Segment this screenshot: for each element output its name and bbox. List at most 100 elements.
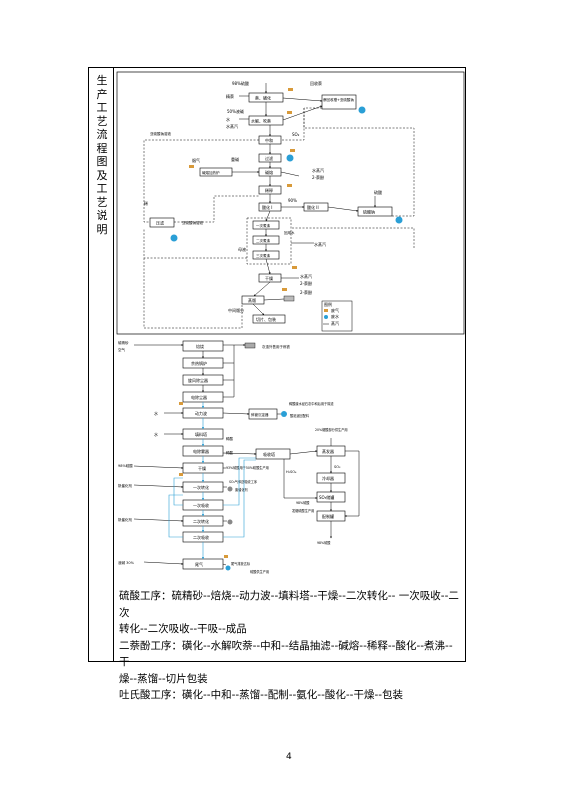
d1-label: 回收萘 [310,80,322,86]
process-line-4: 燥--蒸馏--切片包装 [119,672,208,685]
d2-box-settler: 斜管沉淀器 [251,412,269,417]
d2-label: 尾气排放达标 [231,561,251,566]
d1-label: 98%硫酸 [232,80,249,86]
d2-box-evap: 蒸发器 [322,448,334,454]
d1-label: 水蒸汽 [314,241,326,247]
d2-label: 98%硫酸 [296,500,310,505]
d2-label: 硫酸供生产用 [250,569,269,574]
d2-box-so3-tank: SO₃储罐 [319,494,334,500]
d2-box-esp: 电除尘器 [191,394,207,400]
d1-label: 硫酸 [374,189,382,195]
d2-box-conv2: 二次转化 [193,518,209,524]
d1-label: 水蒸汽 [312,167,324,173]
d1-label: 水蒸汽 [300,273,312,279]
d2-box-demister: 电除雾器 [193,448,209,454]
process-description: 硫酸工序：硫精砂--焙烧--动力波--填料塔--干燥--二次转化-- 一次吸收-… [119,588,463,704]
d2-box-abs2: 二次吸收 [193,534,209,540]
d2-box-abs1: 一次吸收 [193,502,209,508]
d1-box-sulfonation: 萘、磺化 [255,95,271,101]
d2-label: 发烟硫酸生产用 [292,508,314,513]
d2-label: SO₃气体送吸收工序 [229,479,258,484]
d2-box-tail: 尾气 [195,561,203,567]
d1-label: 2-萘酚 [300,280,312,286]
process-line-3: 二萘酚工序：磺化--水解吹萘--中和--结晶抽滤--碱熔--稀释--酸化--煮沸… [119,639,453,669]
d1-box-sodium-sulfate: 硫酸钠 [363,209,375,215]
d2-label: 水 [154,410,158,416]
d2-box-boiler: 余热锅炉 [191,360,207,366]
d2-box-roast: 焙烧 [196,343,204,349]
d1-box-dry: 干燥 [265,275,273,281]
d1-label: 回用水 [284,230,295,235]
d1-label: 亚硫酸钠溶液 [150,131,171,136]
d2-box-abs-tower: 吸收塔 [263,451,275,457]
d1-box-dilute: 稀释 [265,187,273,193]
d2-label: 灰渣外售用于炼铁 [262,344,290,349]
d2-box-conv1: 一次转化 [193,484,209,490]
d2-label: 20%烟酸部分供生产用 [315,427,348,432]
d1-legend-title: 图例 [324,301,332,307]
side-label: 生产工艺流程图及工艺说明 [96,74,108,236]
d1-box-boil2: 二次煮沸 [256,238,270,243]
d1-label: 母液 [238,246,246,252]
process-line-2: 转化--二次吸收--干吸--成品 [119,623,247,635]
d1-legend-item: 蒸汽 [331,320,339,326]
d1-box-acid2: 酸化 II [307,204,319,210]
flowchart-svg: 98%硫酸 精萘 萘、磺化 50%液碱 水 水蒸汽 水解、吹萘 回收萘 萘回收槽… [116,71,465,574]
diagram-2-naphthol: 98%硫酸 精萘 萘、磺化 50%液碱 水 水蒸汽 水解、吹萘 回收萘 萘回收槽… [116,71,465,335]
d2-label: 液碱 30% [118,560,135,565]
d1-box-furnace: 碱熔加热炉 [202,170,220,175]
d2-label: 稀酸 [226,450,233,455]
d1-label: 水蒸汽 [226,123,238,129]
d2-box-dynawave: 动力波 [195,410,207,416]
d1-legend-item: 废气 [331,307,339,313]
d1-label: 精萘 [226,93,234,99]
d2-label: 98%硫酸 [118,463,133,468]
d1-label: 稀 [144,200,148,206]
d1-label: 2-萘酚 [300,289,312,295]
d2-box-cyclone: 旋风除尘器 [188,377,208,383]
d2-label: 98%硫酸 [317,540,331,545]
d1-box-acid1: 酸化 I [262,204,272,210]
d2-label: 硫精砂 [118,340,129,345]
process-line-5: 吐氏酸工序：磺化--中和--蒸馏--配制--氨化--酸化--干燥--包装 [119,689,404,701]
d1-label: 亚硫酸钠溶液 [182,220,203,225]
page-number: 4 [286,752,292,762]
d1-label: 烟气 [192,157,200,163]
d1-box-filter: 过滤 [265,155,273,161]
flowchart-area: 98%硫酸 精萘 萘、磺化 50%液碱 水 水蒸汽 水解、吹萘 回收萘 萘回收槽… [114,68,465,588]
d1-box-boil1: 一次煮沸 [256,223,270,228]
d1-box-neutralize: 中和 [265,137,273,143]
d1-box-distill: 蒸馏 [248,297,256,303]
d2-label: 酸泥返回配料 [290,413,310,418]
d2-label: SO₃ [334,465,341,469]
d2-label: 水 [154,431,158,437]
d1-box-recovery: 萘回收槽+亚硫酸钠 [323,97,354,102]
d1-box-package: 切片、包装 [256,316,276,322]
d1-box-boil3: 三次煮沸 [256,253,270,258]
d1-label: 重碱 [231,156,239,162]
side-label-cell: 生产工艺流程图及工艺说明 [89,68,114,661]
d1-label: 2-萘酚 [312,174,324,180]
d1-box-fusion: 碱熔 [265,169,273,175]
d1-label: SO₂ [292,132,300,137]
d2-box-cooler: 冷却器 [322,475,334,481]
d1-box-press: 压滤 [156,220,164,226]
d1-legend-item: 废水 [331,313,339,319]
d2-box-packed: 填料塔 [195,431,207,437]
d2-label: 钒催化剂 [118,483,132,488]
d1-label: 50%液碱 [227,108,244,114]
d2-label: 废催化剂 [235,487,248,492]
d1-box-hydrolysis: 水解、吹萘 [251,118,271,124]
d2-label: 钒催化剂 [118,517,132,522]
d2-box-mix-tank: 配制罐 [322,513,334,519]
diagram-sulfuric-acid: 硫精砂 空气 焙烧 余热锅炉 旋风除尘器 电除尘器 灰渣外售用于炼铁 水 动力波… [118,340,360,574]
d2-label: 空气 [118,347,125,352]
process-line-1: 硫酸工序：硫精砂--焙烧--动力波--填料塔--干燥--二次转化-- 一次吸收-… [119,590,459,619]
d2-label: 稀酸废水经石灰中和后用于除渣 [289,401,334,406]
d1-label: 水 [226,116,230,122]
d2-box-dry: 干燥 [198,465,206,471]
d2-label: 93%硫酸用于50%硫酸生产用 [226,465,269,470]
d1-label: 中间馏分 [228,307,244,313]
d1-label: 90% [288,198,297,203]
process-table: 生产工艺流程图及工艺说明 98%硫酸 精萘 萘、磺化 50%液碱 [88,67,466,701]
